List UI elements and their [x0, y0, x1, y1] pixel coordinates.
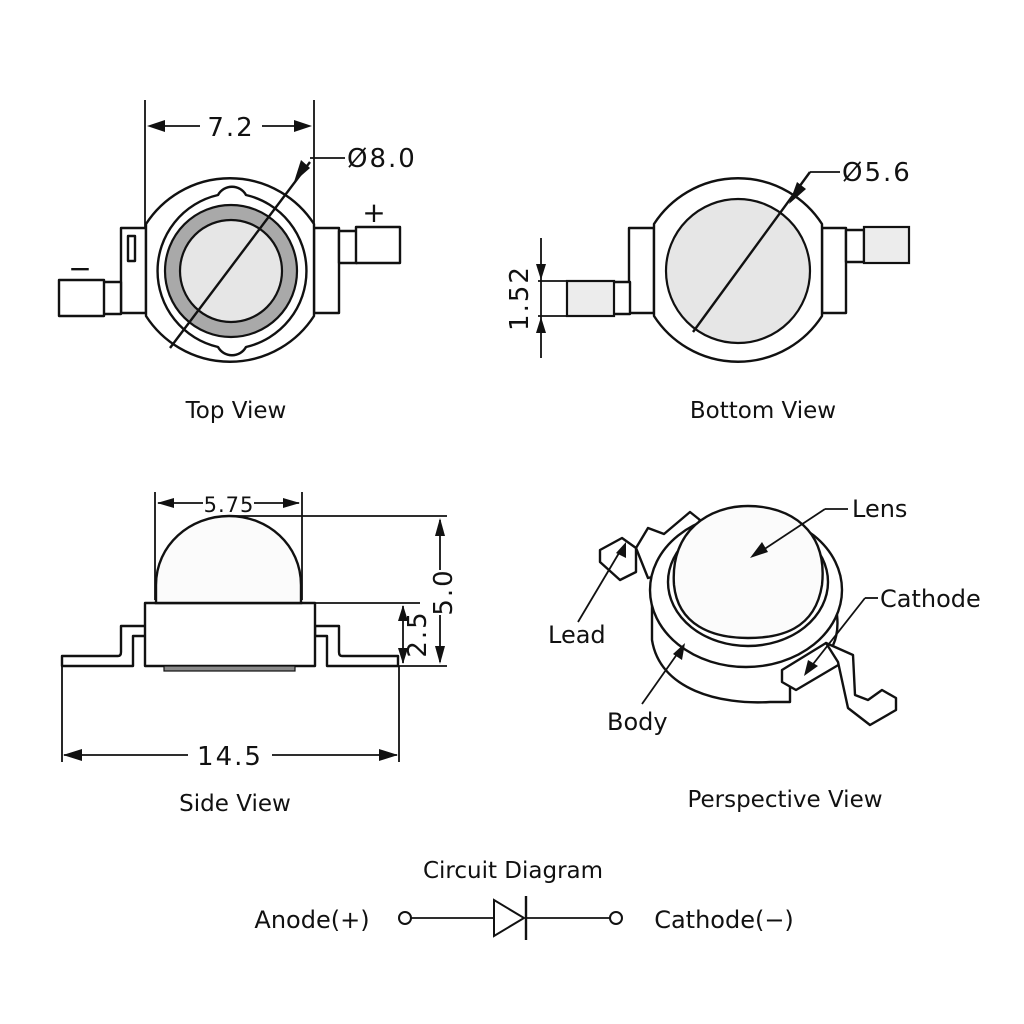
diameter-dim-label: Ø8.0: [347, 144, 417, 174]
total-height-dimension: 5.0: [429, 518, 459, 664]
lead-neck-left: [101, 280, 123, 316]
arrow-down-icon: [435, 646, 445, 664]
body-height-dim-label: 2.5: [403, 610, 433, 657]
lens-dome: [672, 504, 824, 640]
lead-base-right: [312, 226, 341, 315]
lead-label: Lead: [548, 621, 606, 649]
side-view-caption: Side View: [179, 791, 291, 817]
cathode-mark: [126, 234, 137, 263]
lens: [178, 218, 284, 324]
arrow-down-icon: [398, 648, 408, 664]
body-label: Body: [607, 708, 668, 736]
arrow-right-icon: [283, 498, 300, 508]
cathode-arrow-icon: [804, 660, 818, 676]
lead-neck-right: [844, 228, 866, 264]
arrow-up-icon: [536, 317, 546, 333]
cathode-circuit-label: Cathode(−): [654, 906, 794, 934]
perspective-view-caption: Perspective View: [687, 787, 882, 813]
minus-sign: −: [68, 252, 91, 285]
cathode-label: Cathode: [880, 585, 981, 613]
lens-arrow-icon: [750, 542, 768, 558]
lead-neck-right: [337, 229, 359, 265]
leader-arrow-icon: [789, 182, 806, 204]
lead-pad-right: [354, 225, 402, 265]
arrow-down-icon: [536, 264, 546, 280]
body: [143, 601, 317, 668]
total-length-dimension: 14.5: [63, 742, 398, 772]
circuit-title: Circuit Diagram: [423, 858, 603, 884]
diameter-dim-label: Ø5.6: [842, 158, 912, 188]
perspective-view: Lens Cathode Lead Body Perspective View: [548, 495, 981, 813]
plus-sign: +: [362, 196, 385, 229]
bottom-view: Ø5.6 1.52 Bottom View: [505, 158, 912, 424]
arrow-right-icon: [294, 120, 312, 132]
lens-dome: [154, 514, 303, 605]
arrow-up-icon: [398, 605, 408, 621]
cathode-terminal-icon: [609, 911, 623, 925]
diameter-leader: [169, 161, 311, 349]
lead-pad-left: [57, 278, 106, 318]
lead-base-left: [627, 226, 656, 315]
diode-symbol-icon: [493, 898, 526, 938]
arrow-left-icon: [147, 120, 165, 132]
right-lead: [824, 641, 898, 727]
side-view: 5.75 5.0 2.5: [60, 492, 459, 817]
lead-base-right: [820, 226, 848, 315]
lead-arrow-icon: [616, 542, 626, 558]
arrow-left-icon: [157, 498, 174, 508]
lens-width-dim-label: 5.75: [204, 493, 255, 517]
total-length-dim-label: 14.5: [197, 742, 263, 772]
heat-slug: [163, 665, 296, 672]
anode-label: Anode(+): [254, 906, 369, 934]
body-height-dimension: 2.5: [398, 605, 433, 664]
lead-left: [60, 624, 148, 668]
lead-width-dimension: 1.52: [505, 238, 546, 358]
circuit-diagram: Circuit Diagram Anode(+) Cathode(−): [254, 858, 794, 940]
leader-arrow-icon: [294, 160, 310, 182]
arrow-right-icon: [379, 749, 398, 761]
width-dimension: 7.2: [147, 113, 312, 143]
body-arrow-icon: [673, 643, 685, 660]
arrow-left-icon: [63, 749, 82, 761]
total-height-dim-label: 5.0: [429, 568, 459, 615]
lead-neck-left: [611, 280, 632, 316]
lead-width-dim-label: 1.52: [505, 265, 535, 331]
lead-right: [313, 624, 400, 668]
lead-pad-right: [862, 225, 911, 265]
width-dim-label: 7.2: [207, 113, 254, 143]
diameter-leader: [692, 171, 811, 333]
arrow-up-icon: [435, 518, 445, 536]
top-view: 7.2 Ø8.0 − + Top View: [57, 100, 417, 424]
lens-label: Lens: [852, 495, 907, 523]
left-lead-pad: [598, 536, 638, 582]
lead-pad-left: [565, 279, 616, 318]
anode-terminal-icon: [398, 911, 412, 925]
bottom-view-caption: Bottom View: [690, 398, 836, 424]
lens-width-dimension: 5.75: [157, 493, 300, 517]
top-view-caption: Top View: [185, 398, 287, 424]
